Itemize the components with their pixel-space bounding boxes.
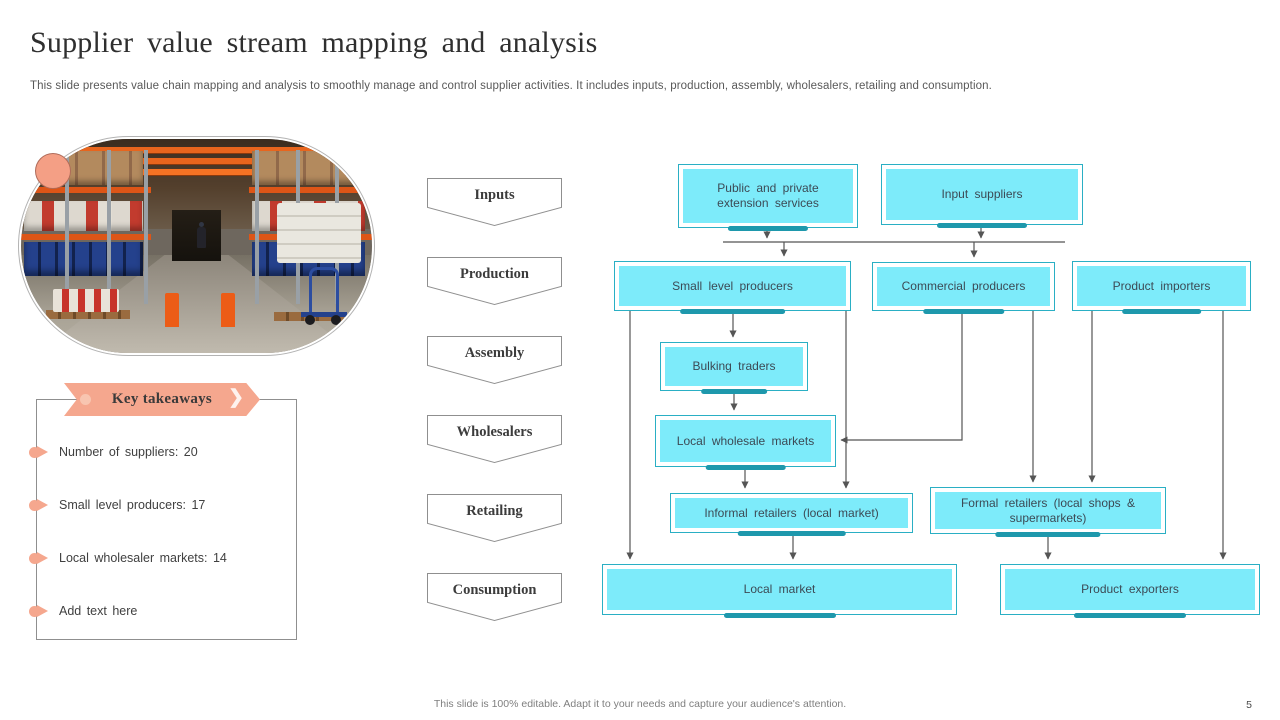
node-product-importers: Product importers (1072, 261, 1251, 311)
stage-assembly: Assembly (427, 336, 562, 384)
node-input-suppliers: Input suppliers (881, 164, 1083, 225)
node-small-level-producers: Small level producers (614, 261, 851, 311)
stage-wholesalers: Wholesalers (427, 415, 562, 463)
node-label: Commercial producers (877, 267, 1050, 306)
takeaway-text: Small level producers: 17 (59, 498, 206, 512)
node-label: Bulking traders (665, 347, 803, 386)
arrow-bullet-icon (29, 551, 53, 565)
node-label: Product exporters (1005, 569, 1255, 610)
column-guard (164, 293, 179, 328)
key-takeaways-banner: Key takeaways ❯ (64, 383, 260, 416)
rack-post (255, 149, 260, 304)
arrow-bullet-icon (29, 604, 53, 618)
stage-consumption: Consumption (427, 573, 562, 621)
rack-shelf (249, 186, 372, 193)
takeaway-item: Add text here (29, 601, 296, 621)
node-formal-retailers: Formal retailers (local shops & supermar… (930, 487, 1166, 534)
stage-production: Production (427, 257, 562, 305)
warehouse-photo-frame (18, 136, 375, 356)
warehouse-back-wall (171, 209, 222, 261)
rack-post (106, 149, 111, 304)
node-label: Informal retailers (local market) (675, 498, 908, 528)
node-label: Local market (607, 569, 952, 610)
product-stack (52, 288, 120, 313)
node-informal-retailers: Informal retailers (local market) (670, 493, 913, 533)
wheel-icon (331, 315, 342, 326)
node-label: Public and private extension services (683, 169, 853, 223)
stage-label: Retailing (466, 502, 523, 519)
salmon-accent-circle (35, 153, 71, 189)
wheel-icon (305, 315, 316, 326)
arrow-bullet-icon (29, 498, 53, 512)
stage-label: Consumption (452, 581, 537, 598)
page-number: 5 (1246, 699, 1252, 711)
takeaway-text: Add text here (59, 604, 138, 618)
stage-label: Assembly (464, 344, 525, 361)
rack-post (65, 149, 70, 304)
stage-label: Wholesalers (456, 423, 533, 440)
stage-label: Inputs (474, 186, 515, 203)
banner-dot-icon (80, 394, 91, 405)
column-guard (221, 293, 236, 328)
hand-truck-deck (301, 312, 348, 318)
node-label: Formal retailers (local shops & supermar… (935, 492, 1161, 529)
rack-post (144, 149, 149, 304)
rack-shelf (21, 234, 151, 241)
node-local-market: Local market (602, 564, 957, 615)
worker-silhouette (197, 221, 207, 248)
node-product-exporters: Product exporters (1000, 564, 1260, 615)
node-commercial-producers: Commercial producers (872, 262, 1055, 311)
takeaway-item: Number of suppliers: 20 (29, 442, 296, 462)
key-takeaways-title: Key takeaways (111, 391, 213, 407)
orange-beam (21, 147, 372, 154)
node-label: Local wholesale markets (660, 420, 831, 462)
node-public-private-extension-services: Public and private extension services (678, 164, 858, 228)
node-label: Input suppliers (886, 169, 1078, 220)
wooden-pallet (45, 309, 130, 319)
node-bulking-traders: Bulking traders (660, 342, 808, 391)
node-local-wholesale-markets: Local wholesale markets (655, 415, 836, 467)
warehouse-aisle-photo (21, 139, 372, 353)
takeaway-text: Local wholesaler markets: 14 (59, 551, 227, 565)
arrow-bullet-icon (29, 445, 53, 459)
orange-beam (21, 168, 372, 175)
orange-beam (21, 157, 372, 164)
takeaway-item: Local wholesaler markets: 14 (29, 548, 296, 568)
takeaway-item: Small level producers: 17 (29, 495, 296, 515)
node-label: Small level producers (619, 266, 846, 306)
wrapped-pallets (277, 203, 362, 264)
page-title: Supplier value stream mapping and analys… (30, 26, 598, 59)
footer-note: This slide is 100% editable. Adapt it to… (433, 698, 847, 710)
node-label: Product importers (1077, 266, 1246, 306)
rack-shelf (21, 186, 151, 193)
crates (23, 200, 144, 232)
chevron-right-icon: ❯ (228, 387, 244, 408)
hand-truck-frame (309, 267, 340, 316)
barrels (23, 242, 144, 277)
stage-label: Production (459, 265, 530, 282)
takeaway-text: Number of suppliers: 20 (59, 445, 198, 459)
hand-truck (301, 267, 348, 326)
slide-subtitle: This slide presents value chain mapping … (30, 80, 992, 92)
stage-inputs: Inputs (427, 178, 562, 226)
crates (251, 151, 365, 186)
key-takeaways-panel: Number of suppliers: 20 Small level prod… (29, 399, 297, 640)
stage-retailing: Retailing (427, 494, 562, 542)
